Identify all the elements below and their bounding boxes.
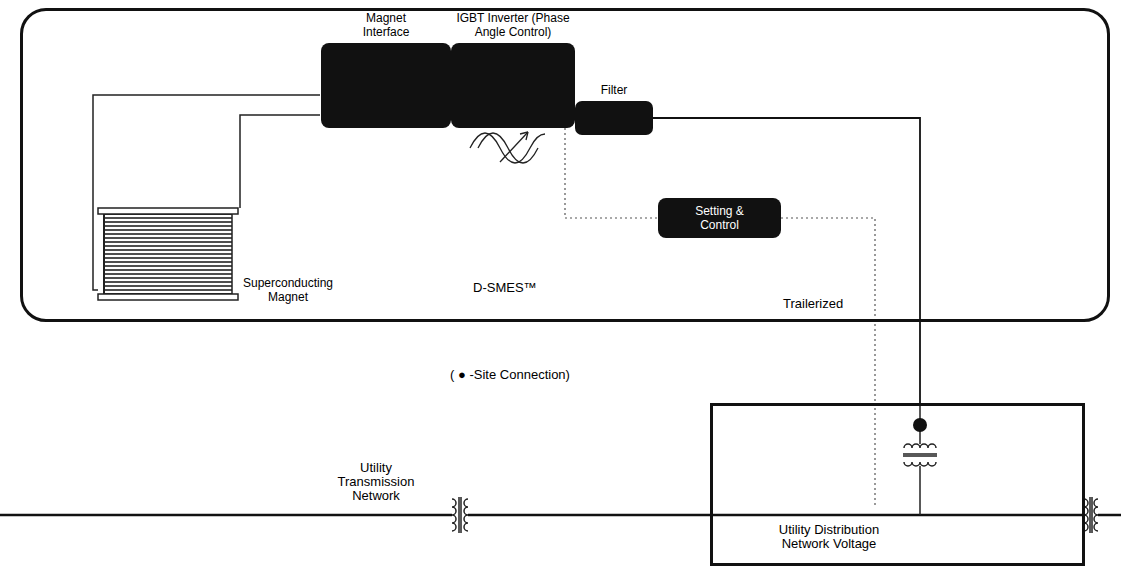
inverter-box: IGBT Inverter (Phase Angle Control) (451, 43, 575, 128)
coil-lead (240, 115, 320, 208)
site-connection-dot (913, 418, 927, 432)
box-heading: Filter (584, 83, 644, 97)
part-label: Superconducting Magnet (232, 276, 344, 304)
phase-wave-symbol (470, 132, 545, 163)
enclosure-label: Trailerized (783, 297, 843, 311)
box-label: Setting & Control (684, 204, 756, 232)
network-label: Utility Transmission Network (330, 461, 422, 503)
coil-lead (93, 95, 320, 290)
bus-line (0, 514, 1121, 517)
legend-note: ( ● -Site Connection) (425, 368, 595, 382)
filter-box: Filter (575, 101, 653, 135)
control-box: Setting & Control (658, 198, 781, 238)
control-signal-line (781, 218, 875, 403)
transformer-symbol (452, 497, 468, 533)
control-signal-line (565, 128, 658, 218)
power-line (653, 118, 920, 403)
transformer-symbol (1084, 497, 1098, 533)
box-heading: IGBT Inverter (Phase Angle Control) (448, 11, 578, 39)
magnet-interface-box: Magnet Interface (321, 43, 451, 128)
site-transformer (903, 403, 937, 515)
distribution-box: Utility Distribution Network Voltage (710, 403, 1085, 566)
box-heading: Magnet Interface (351, 11, 421, 39)
box-label: Utility Distribution Network Voltage (765, 523, 893, 551)
superconducting-coil (98, 208, 238, 300)
system-name: D-SMES™ (473, 281, 537, 295)
trailer-enclosure: Magnet InterfaceIGBT Inverter (Phase Ang… (20, 8, 1110, 322)
control-signal-line (874, 403, 875, 508)
